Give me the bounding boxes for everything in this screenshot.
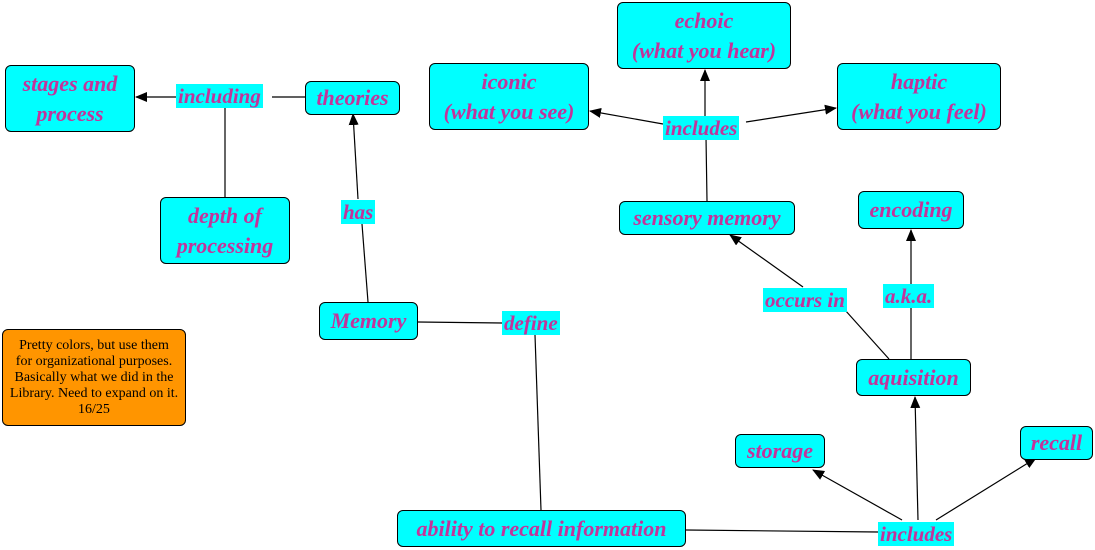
link-occursin-sensory [729, 234, 804, 288]
node-aquisition-text: aquisition [868, 364, 959, 390]
note-line-4: Library. Need to expand on it. [9, 385, 179, 401]
node-sensory-memory[interactable]: sensory memory [619, 201, 795, 235]
node-memory[interactable]: Memory [319, 302, 418, 340]
node-aquisition[interactable]: aquisition [856, 359, 971, 396]
node-memory-text: Memory [330, 308, 407, 333]
node-stages-and-process[interactable]: stages and process [5, 65, 135, 132]
link-has-theories [348, 113, 359, 200]
node-ability-text: ability to recall information [416, 515, 667, 541]
node-iconic-line1: iconic [481, 68, 537, 94]
node-haptic[interactable]: haptic (what you feel) [837, 63, 1001, 130]
node-theories[interactable]: theories [305, 81, 400, 115]
node-recall-text: recall [1030, 430, 1083, 455]
note-line-2: for organizational purposes. [15, 353, 173, 369]
label-occurs-in[interactable]: occurs in [763, 288, 847, 312]
link-aquisition-occursin [844, 309, 890, 360]
node-encoding-text: encoding [869, 197, 953, 222]
node-recall[interactable]: recall [1020, 426, 1093, 460]
node-storage-text: storage [747, 438, 813, 463]
node-echoic[interactable]: echoic (what you hear) [617, 2, 791, 69]
label-define[interactable]: define [502, 311, 560, 335]
node-depth-of-processing[interactable]: depth of processing [160, 197, 290, 264]
node-encoding[interactable]: encoding [858, 191, 964, 229]
link-includes-aquisition [910, 396, 921, 521]
node-sensory-text: sensory memory [633, 205, 781, 230]
node-depth-line2: processing [176, 232, 274, 258]
node-iconic[interactable]: iconic (what you see) [429, 63, 589, 130]
link-define-ability [534, 334, 542, 511]
label-includes-sensory[interactable]: includes [663, 116, 740, 140]
link-sensory-includes [705, 136, 708, 202]
link-includes-storage [812, 469, 903, 521]
link-includes-iconic [589, 108, 664, 125]
node-echoic-line2: (what you hear) [631, 37, 777, 63]
link-ability-includes [685, 529, 879, 533]
link-includes-recall [935, 457, 1037, 521]
link-includes-haptic [745, 104, 837, 123]
link-memory-define [417, 321, 503, 324]
note-line-5: 16/25 [78, 401, 110, 417]
note-line-3: Basically what we did in the [14, 369, 174, 385]
node-ability-to-recall[interactable]: ability to recall information [397, 510, 686, 547]
label-includes-ability[interactable]: includes [878, 522, 955, 546]
node-depth-line1: depth of [188, 202, 262, 228]
comment-note[interactable]: Pretty colors, but use them for organiza… [2, 329, 186, 426]
label-including[interactable]: including [176, 84, 263, 108]
link-memory-has [361, 223, 369, 303]
node-haptic-line1: haptic [890, 68, 948, 94]
label-has[interactable]: has [341, 200, 376, 224]
node-storage[interactable]: storage [735, 434, 825, 468]
node-stages-line2: process [36, 100, 104, 126]
note-line-1: Pretty colors, but use them [19, 337, 169, 353]
node-theories-text: theories [316, 85, 389, 110]
node-iconic-line2: (what you see) [443, 98, 575, 124]
node-echoic-line1: echoic [674, 7, 734, 33]
label-aka[interactable]: a.k.a. [883, 284, 935, 308]
node-haptic-line2: (what you feel) [851, 98, 987, 124]
node-stages-line1: stages and [22, 70, 118, 96]
